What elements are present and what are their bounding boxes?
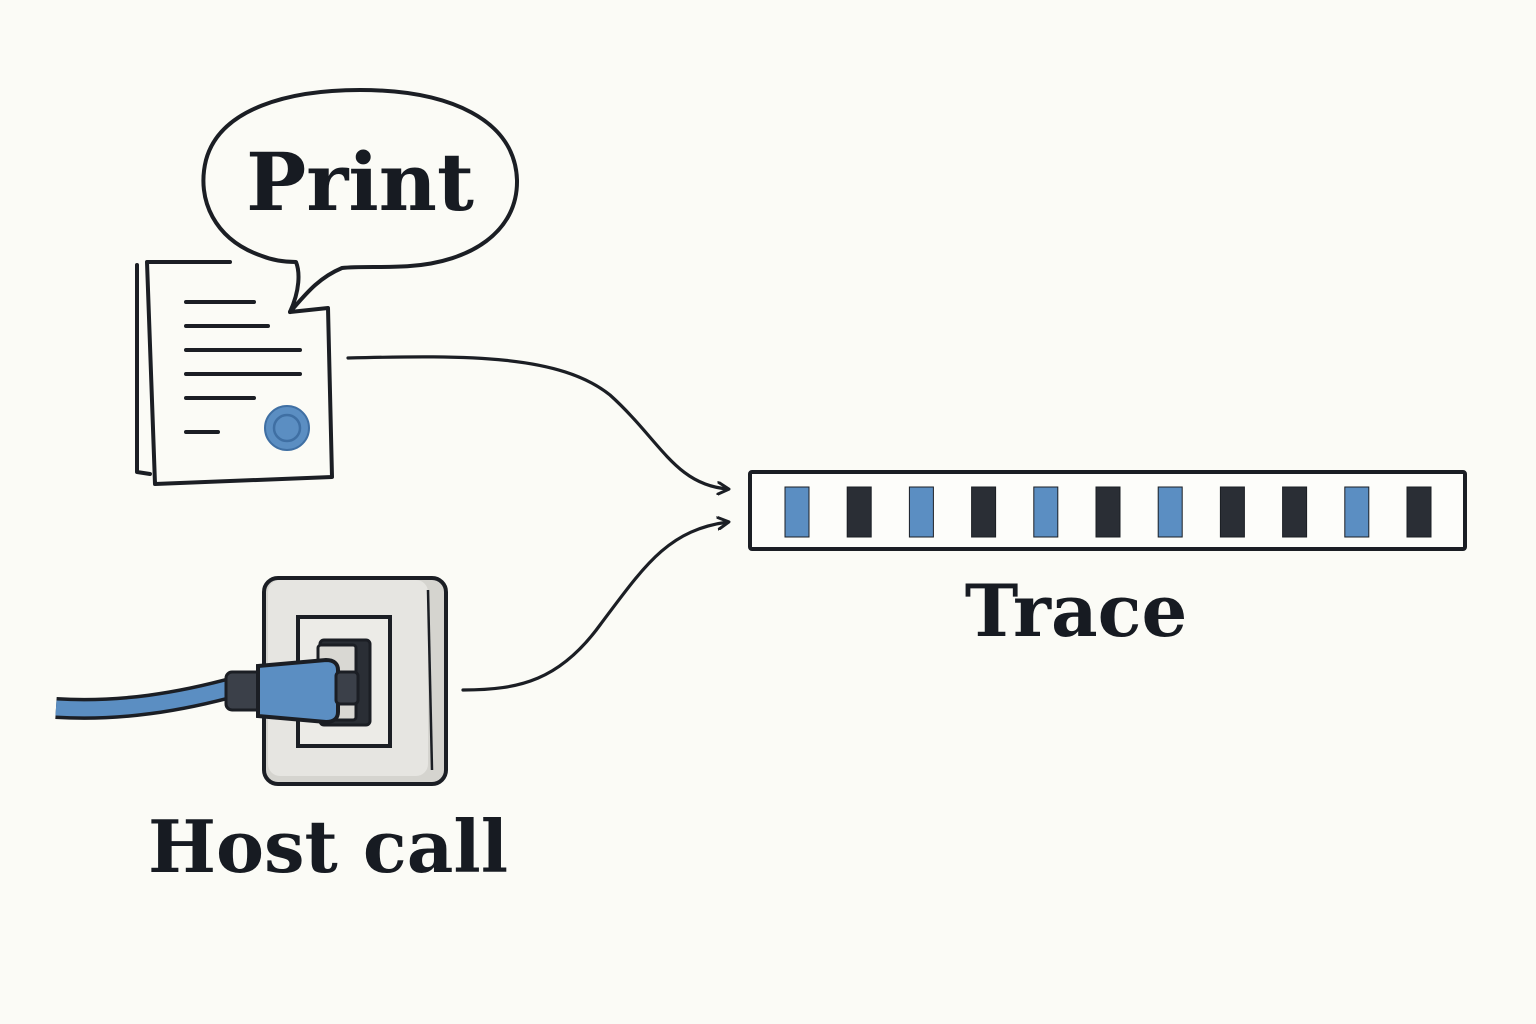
cable	[55, 675, 241, 720]
trace-cell-dark	[971, 486, 997, 538]
trace-cell-blue	[1157, 486, 1183, 538]
document-text-lines	[184, 300, 302, 434]
trace-cell-blue	[784, 486, 810, 538]
trace-cell-dark	[1406, 486, 1432, 538]
trace-cell-dark	[1095, 486, 1121, 538]
trace-cell-dark	[1219, 486, 1245, 538]
print-to-trace-arrow	[346, 355, 728, 489]
host-call-label: Host call	[148, 804, 508, 889]
trace-cell-dark	[1282, 486, 1308, 538]
trace-label: Trace	[965, 568, 1188, 653]
trace-cell-blue	[1344, 486, 1370, 538]
trace-cell-blue	[908, 486, 934, 538]
trace-bar	[748, 470, 1467, 551]
print-label: Print	[246, 135, 474, 229]
plug-socket-icon	[55, 576, 448, 786]
plug-head	[224, 657, 360, 725]
speech-bubble-icon	[201, 88, 520, 314]
seal-icon	[264, 405, 310, 451]
trace-cell-blue	[1033, 486, 1059, 538]
trace-cell-dark	[846, 486, 872, 538]
trace-cells	[784, 486, 1432, 538]
hostcall-to-trace-arrow	[461, 522, 728, 692]
document-with-seal-icon	[135, 260, 334, 486]
